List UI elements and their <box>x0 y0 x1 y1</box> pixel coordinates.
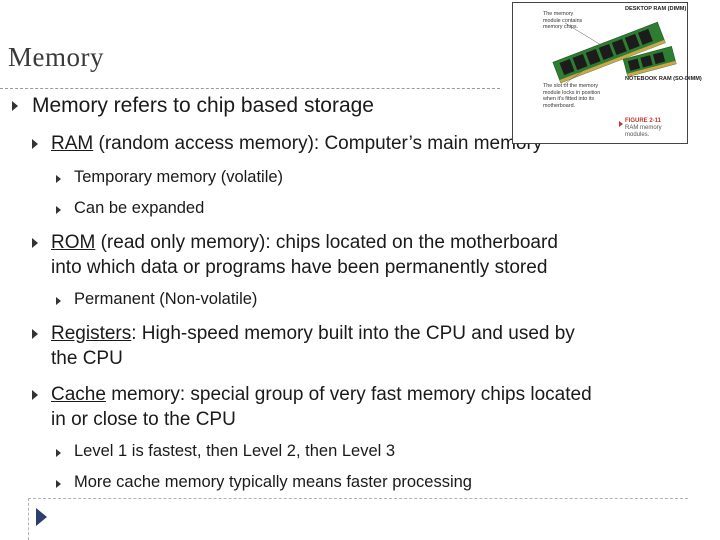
bullet-arrow-icon <box>56 175 61 183</box>
figure-caption-line2: modules. <box>625 132 650 138</box>
footer-left-divider <box>28 498 29 540</box>
slide-nav-arrow-icon <box>36 508 47 526</box>
figure-caption-line1: RAM memory <box>625 125 662 131</box>
bullet-arrow-icon <box>56 480 61 488</box>
notebook-ram-note: The slot of the memory module locks in p… <box>543 83 601 109</box>
slide-title: Memory <box>8 42 104 72</box>
ram-definition: (random access memory): Computer’s main … <box>93 133 543 154</box>
term-cache: Cache <box>51 384 106 405</box>
bullet-memory: Memory refers to chip based storage <box>32 94 374 117</box>
cache-definition-line1: memory: special group of very fast memor… <box>105 384 592 405</box>
bullet-rom: ROM (read only memory): chips located on… <box>51 230 558 280</box>
bullet-arrow-icon <box>32 329 38 339</box>
term-rom: ROM <box>51 232 96 253</box>
desktop-ram-label: DESKTOP RAM (DIMM) <box>625 6 687 12</box>
bullet-ram: RAM (random access memory): Computer’s m… <box>51 131 542 156</box>
bullet-cache: Cache memory: special group of very fast… <box>51 382 592 432</box>
bullet-rom-permanent: Permanent (Non-volatile) <box>74 290 258 308</box>
bullet-arrow-icon <box>56 206 61 214</box>
desktop-ram-note: The memory module contains memory chips. <box>543 11 583 30</box>
cache-definition-line2: in or close to the CPU <box>51 409 236 430</box>
bullet-ram-temporary: Temporary memory (volatile) <box>74 168 284 186</box>
bullet-arrow-icon <box>12 101 18 111</box>
figure-number: FIGURE 2-11 <box>625 118 662 124</box>
bullet-cache-more: More cache memory typically means faster… <box>74 473 472 491</box>
notebook-ram-label: NOTEBOOK RAM (SO-DIMM) <box>625 76 702 82</box>
term-ram: RAM <box>51 133 94 154</box>
ram-modules-figure: DESKTOP RAM (DIMM) The memory module con… <box>512 2 702 144</box>
title-divider <box>0 88 500 89</box>
footer-divider <box>28 498 688 499</box>
rom-definition-line1: (read only memory): chips located on the… <box>95 232 558 253</box>
registers-definition-line2: the CPU <box>51 348 123 369</box>
bullet-ram-expanded: Can be expanded <box>74 199 205 217</box>
term-registers: Registers <box>51 323 132 344</box>
bullet-arrow-icon <box>32 139 38 149</box>
bullet-arrow-icon <box>32 390 38 400</box>
ram-modules-illustration <box>552 21 677 86</box>
bullet-arrow-icon <box>56 297 61 305</box>
rom-definition-line2: into which data or programs have been pe… <box>51 257 548 278</box>
bullet-cache-levels: Level 1 is fastest, then Level 2, then L… <box>74 442 396 460</box>
registers-definition-line1: : High-speed memory built into the CPU a… <box>131 323 575 344</box>
bullet-arrow-icon <box>56 449 61 457</box>
bullet-registers: Registers: High-speed memory built into … <box>51 321 575 371</box>
bullet-arrow-icon <box>32 238 38 248</box>
figure-marker-icon <box>619 121 623 127</box>
